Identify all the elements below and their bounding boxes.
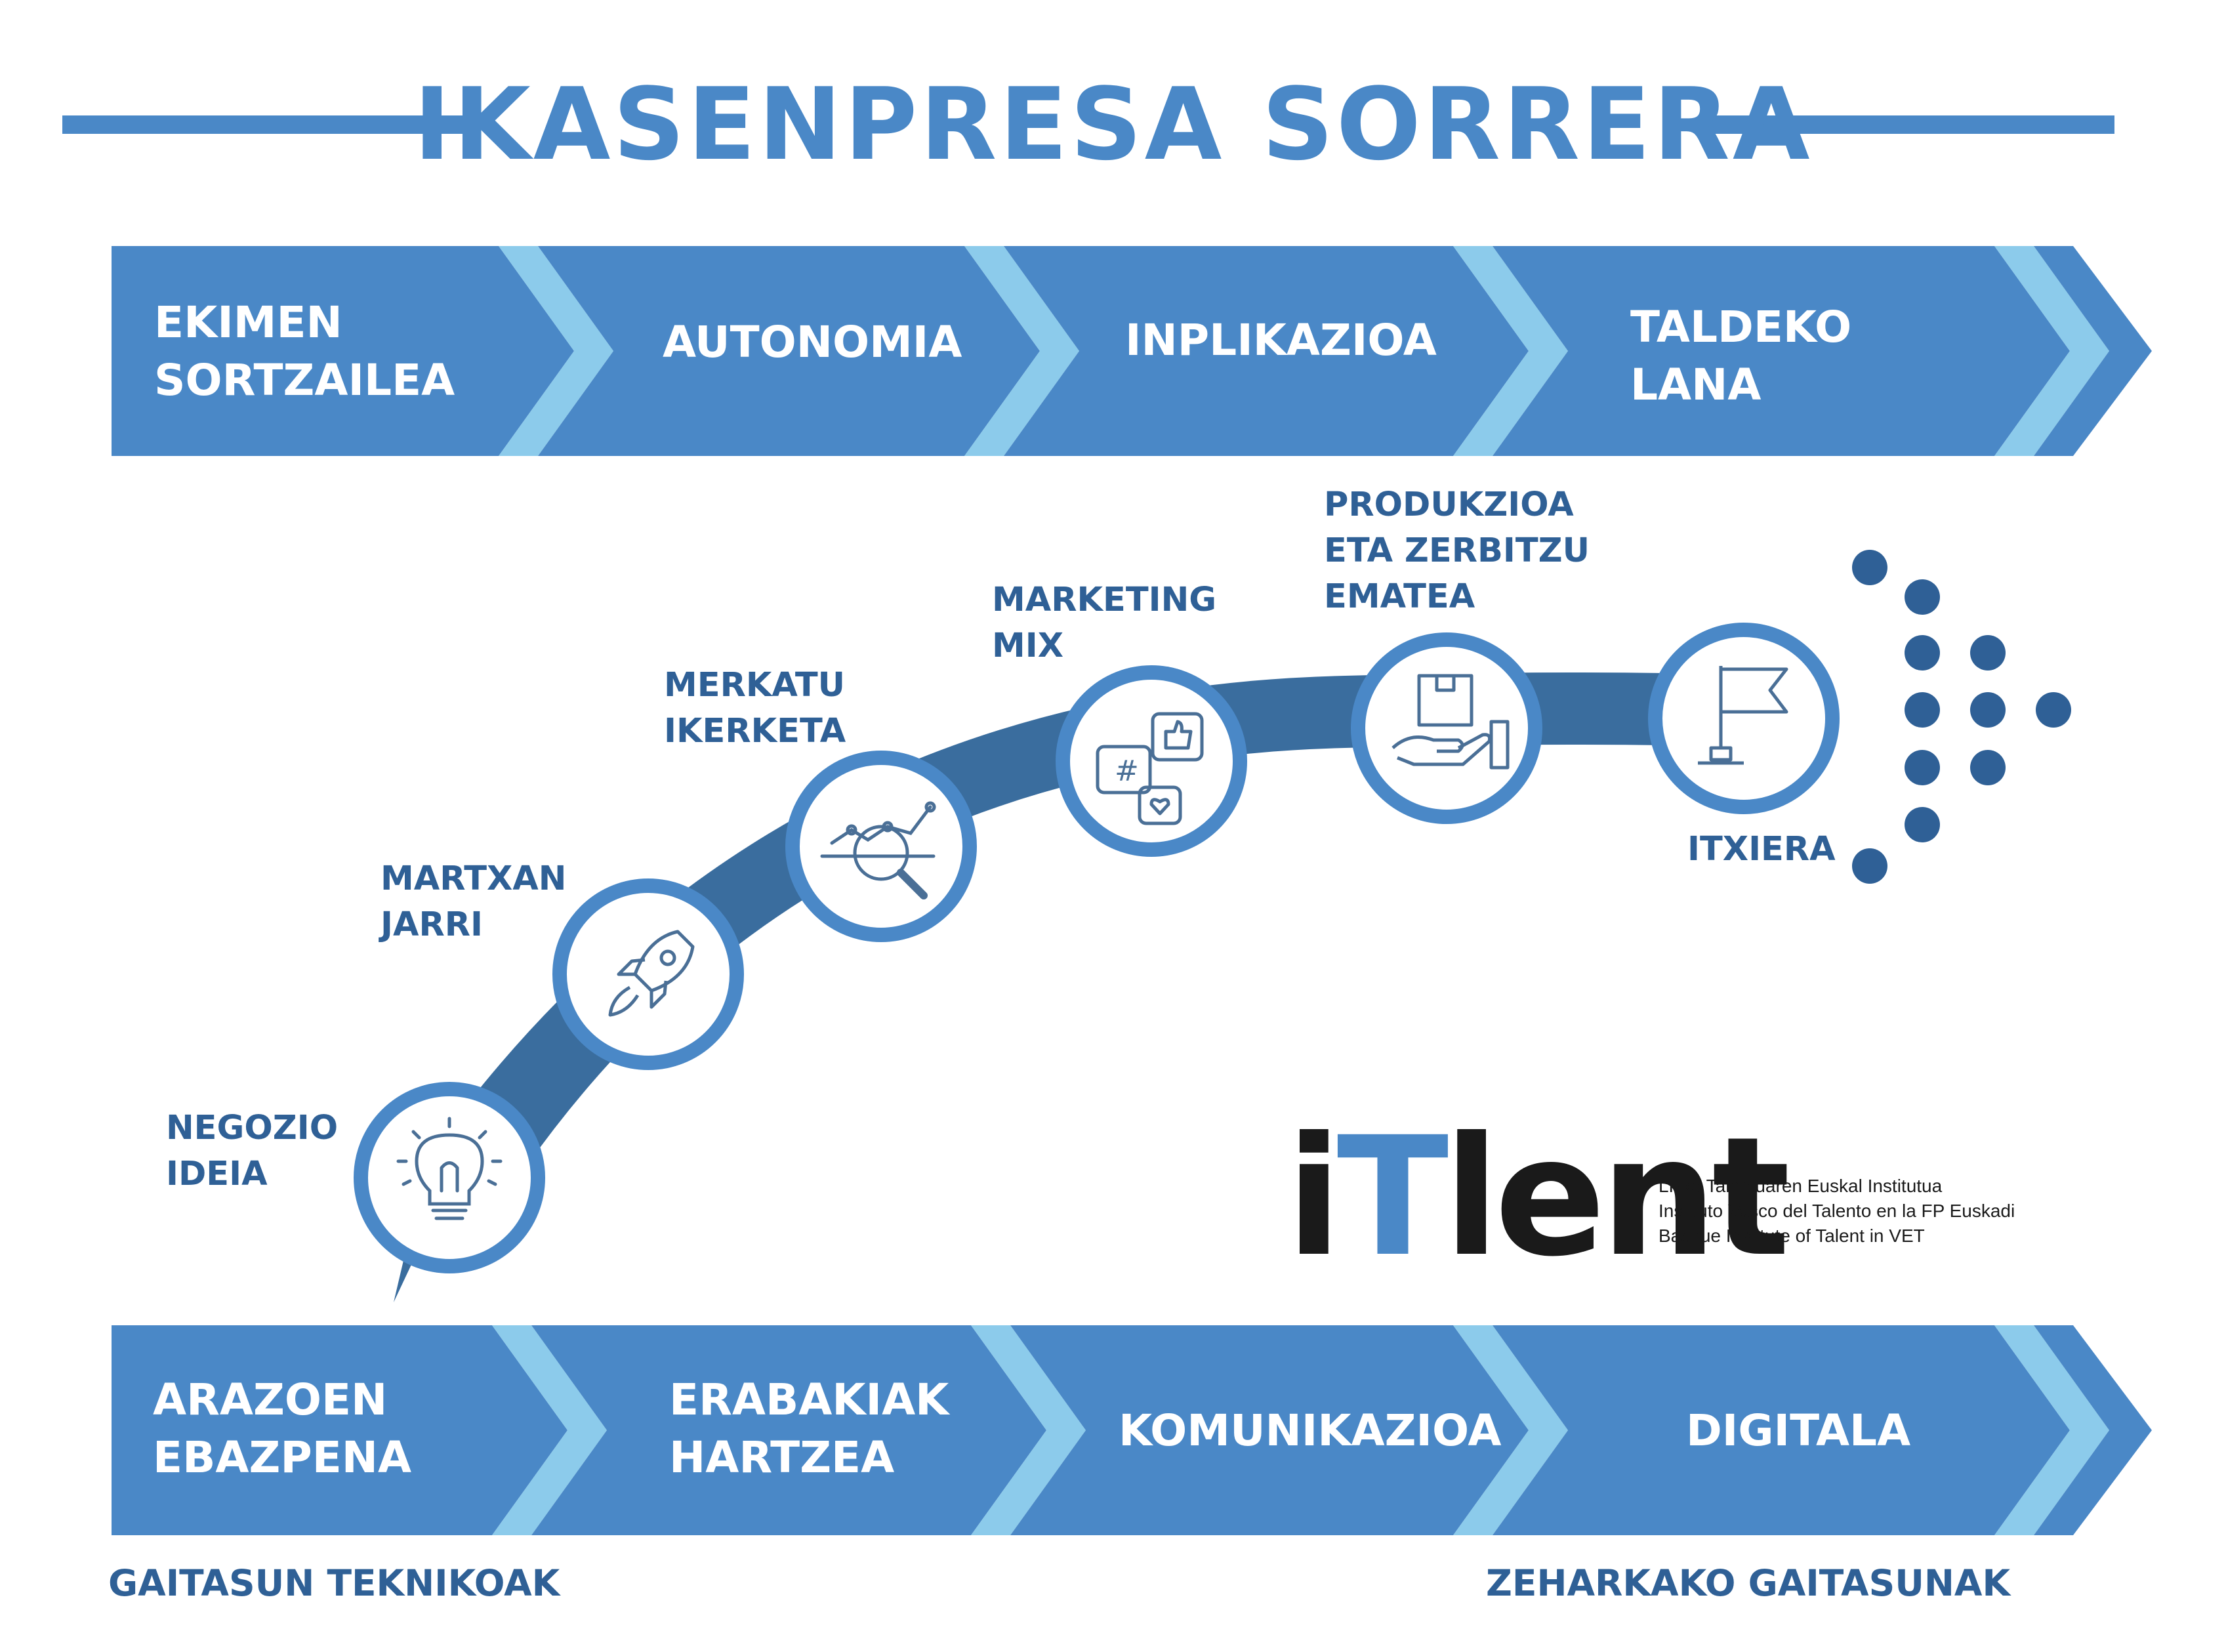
step-2-line-2: JARRI (381, 905, 483, 944)
logo-tagline-3: Basque Institute of Talent in VET (1659, 1226, 1925, 1246)
dot-arrow-decoration (1852, 550, 2071, 884)
top-band-segment-4 (1493, 246, 2070, 456)
top-band-label-3: INPLIKAZIOA (1125, 315, 1437, 365)
step-circle-3 (785, 751, 977, 942)
top-band-segment-3 (1004, 246, 1529, 456)
bottom-band-label-1: ARAZOEN EBAZPENA (153, 1374, 412, 1483)
page-title: IKASENPRESA SORRERA (413, 66, 1813, 182)
step-5-line-3: EMATEA (1324, 577, 1475, 616)
market-analysis-icon (820, 801, 936, 899)
step-4-line-1: MARKETING (992, 581, 1217, 619)
step-3-line-2: IKERKETA (664, 712, 846, 751)
logo-wordmark: iTlent (1286, 1115, 1790, 1279)
top-band-chevron-3 (1453, 246, 1568, 456)
step-6-line-1: ITXIERA (1687, 830, 1836, 869)
bottom-band-segment-4 (1493, 1325, 2070, 1535)
top-band-tip (2034, 246, 2152, 456)
step-label-4: MARKETING MIX (992, 577, 1216, 669)
bottom-band-label-4: DIGITALA (1686, 1405, 1911, 1456)
step-circle-6 (1648, 623, 1840, 814)
bottom-band-segment-2 (531, 1325, 1046, 1535)
title-rule-left (62, 115, 470, 134)
bottom-band-chevron-3 (1453, 1325, 1568, 1535)
top-band-chevron-2 (964, 246, 1079, 456)
step-1-line-2: IDEIA (166, 1155, 268, 1193)
top-band (112, 246, 2152, 456)
lightbulb-icon (396, 1117, 503, 1220)
step-label-1: NEGOZIO IDEIA (166, 1105, 338, 1197)
logo-t: T (1336, 1102, 1449, 1292)
step-label-2: MARTXAN JARRI (381, 856, 566, 948)
title-rule-right (1702, 115, 2114, 134)
bottom-band-label-3: KOMUNIKAZIOA (1119, 1405, 1502, 1456)
step-1-line-1: NEGOZIO (166, 1109, 339, 1147)
step-label-6: ITXIERA (1687, 827, 1836, 873)
top-band-chevron-4 (1994, 246, 2109, 456)
step-circle-4: # (1056, 665, 1247, 857)
hand-box-icon (1391, 674, 1510, 770)
social-media-icon: # (1096, 712, 1204, 825)
step-5-line-2: ETA ZERBITZU (1324, 531, 1590, 570)
top-band-label-4: TALDEKO LANA (1630, 302, 1852, 410)
svg-text:#: # (1115, 754, 1139, 788)
bottom-band (112, 1325, 2152, 1535)
bottom-band-chevron-2 (971, 1325, 1086, 1535)
logo-tagline-2: Instituto Vasco del Talento en la FP Eus… (1659, 1201, 2015, 1221)
step-label-5: PRODUKZIOA ETA ZERBITZU EMATEA (1324, 482, 1590, 620)
step-circle-1 (354, 1082, 545, 1273)
top-band-chevron-1 (499, 246, 613, 456)
flag-icon (1698, 666, 1788, 765)
bottom-band-segment-3 (1010, 1325, 1529, 1535)
footer-left-label: GAITASUN TEKNIKOAK (108, 1562, 560, 1604)
logo-tagline-1: LHko Talentuaren Euskal Institutua (1659, 1176, 1943, 1196)
step-label-3: MERKATU IKERKETA (664, 663, 846, 754)
step-circle-5 (1351, 632, 1542, 824)
step-circle-2 (552, 878, 744, 1070)
bottom-band-segment-1 (112, 1325, 567, 1535)
step-5-line-1: PRODUKZIOA (1324, 485, 1574, 524)
step-3-line-1: MERKATU (664, 666, 846, 705)
bottom-band-tip (2034, 1325, 2152, 1535)
bottom-band-label-2: ERABAKIAK HARTZEA (669, 1374, 949, 1483)
top-band-segment-2 (538, 246, 1040, 456)
footer-right-label: ZEHARKAKO GAITASUNAK (1486, 1562, 2011, 1604)
logo-rest: lent (1443, 1102, 1790, 1292)
step-2-line-1: MARTXAN (381, 859, 567, 898)
logo-i: i (1286, 1102, 1342, 1292)
top-band-label-2: AUTONOMIA (663, 317, 962, 367)
step-4-line-2: MIX (992, 627, 1064, 665)
bottom-band-chevron-4 (1994, 1325, 2109, 1535)
top-band-label-1: EKIMEN SORTZAILEA (154, 297, 455, 405)
top-band-segment-1 (112, 246, 574, 456)
rocket-icon (608, 930, 695, 1017)
bottom-band-chevron-1 (492, 1325, 607, 1535)
